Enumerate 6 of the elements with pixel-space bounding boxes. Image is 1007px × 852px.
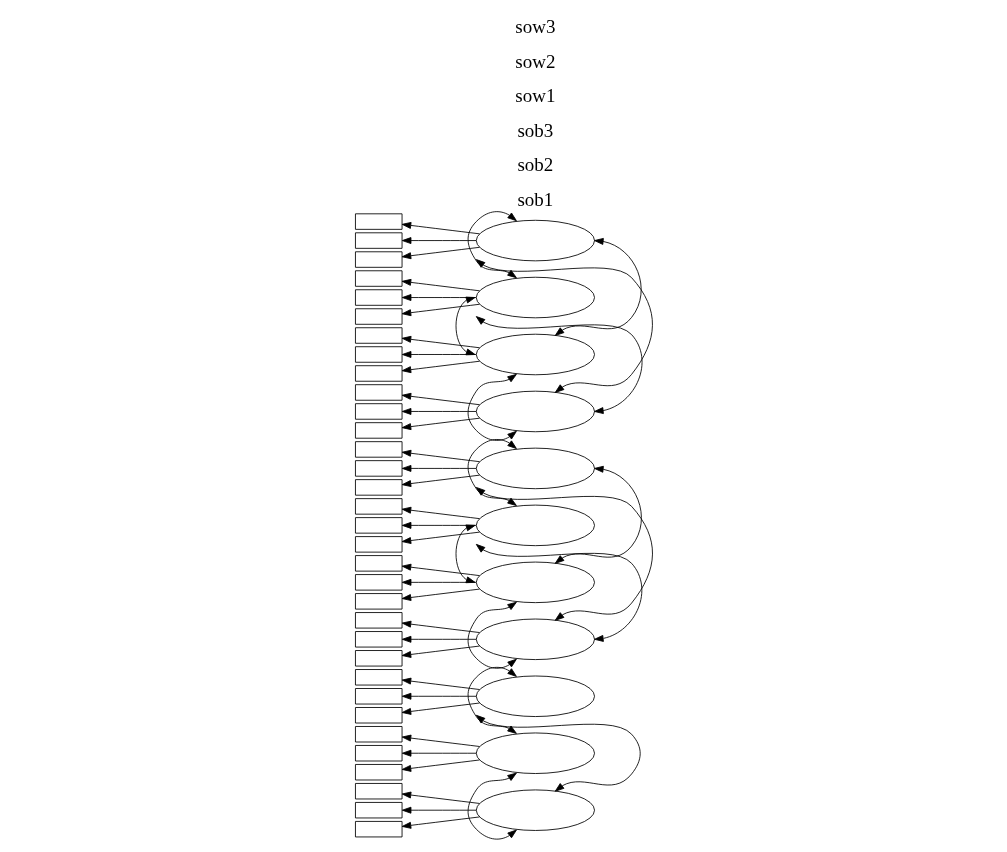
label: sob1 <box>516 188 553 210</box>
label: sow3 <box>514 16 555 38</box>
label: sob3 <box>516 119 553 141</box>
label: sob2 <box>516 154 553 176</box>
label: sow2 <box>514 50 555 72</box>
label: sow1 <box>514 85 555 107</box>
